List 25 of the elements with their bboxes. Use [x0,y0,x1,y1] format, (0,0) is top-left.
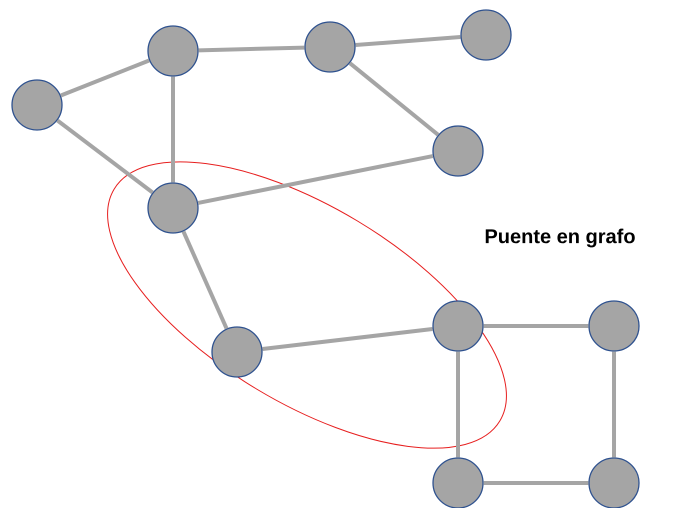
graph-edge [355,34,461,48]
graph-edge [348,62,440,136]
graph-edge [60,58,150,98]
graph-vertex [432,125,484,177]
graph-edge [171,76,175,182]
graph-vertex [147,25,199,77]
caption-label: Puente en grafo [486,228,635,248]
graph-vertex [460,9,512,61]
graph-edge [56,118,154,194]
graph-edge [198,154,434,205]
graph-edge [612,352,616,458]
graph-vertex [11,79,63,131]
graph-edge [484,481,588,485]
graph-edge [262,327,433,351]
graph-edge [484,324,588,328]
graph-vertex [147,182,199,234]
graph-vertex [304,21,356,73]
graph-vertex [588,300,640,352]
graph-edge [182,230,228,330]
graph-vertex [211,326,263,378]
graph-vertex [432,300,484,352]
graph-edge [198,46,304,52]
graph-vertex [588,457,640,508]
graph-vertex [432,457,484,508]
graph-edge [456,352,460,458]
